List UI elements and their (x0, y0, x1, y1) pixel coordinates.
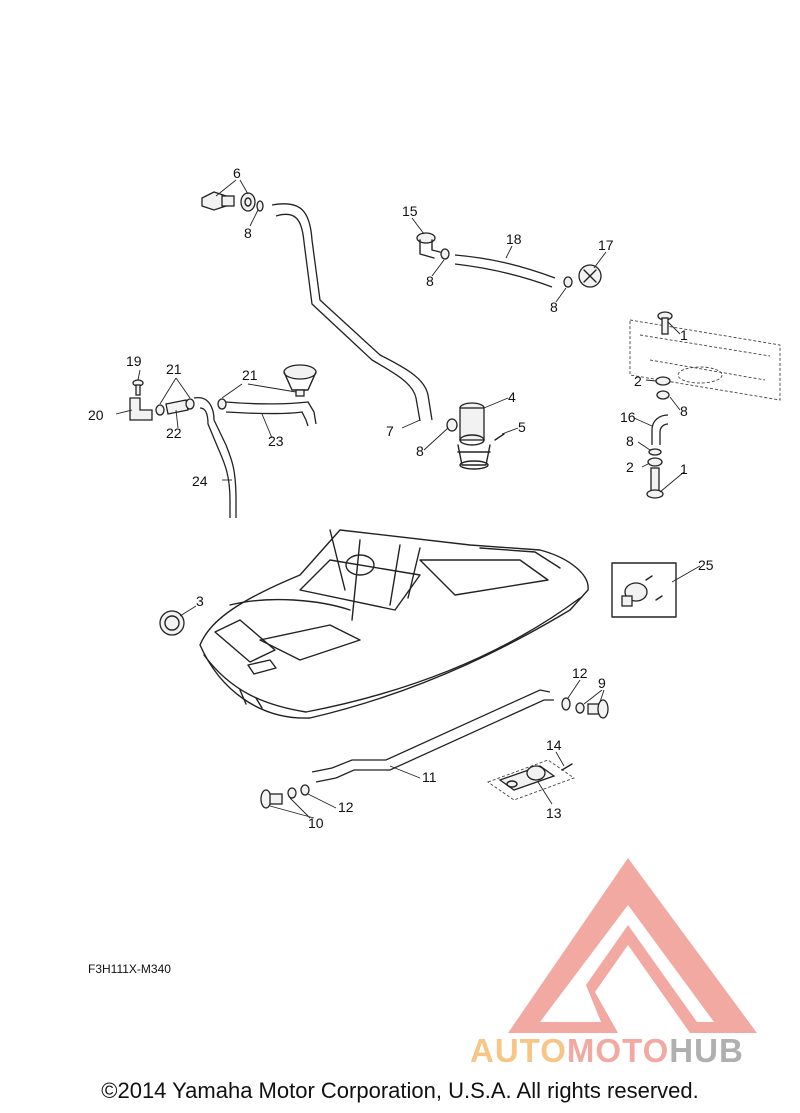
callout-21-b[interactable]: 21 (242, 367, 258, 383)
part-8-washer-bottom[interactable] (648, 448, 662, 456)
callout-21-a[interactable]: 21 (166, 361, 182, 377)
part-21-clamp-left[interactable] (155, 404, 165, 416)
part-9-washer[interactable] (575, 702, 585, 714)
part-25-inset-box[interactable] (611, 562, 677, 618)
callout-8-e[interactable]: 8 (626, 433, 634, 449)
part-10-washer[interactable] (287, 787, 297, 799)
callout-1-b[interactable]: 1 (680, 461, 688, 477)
part-8-clamp-a[interactable] (440, 248, 450, 260)
part-7-vent-hose[interactable] (271, 203, 433, 422)
part-17-valve[interactable] (578, 264, 602, 288)
callout-8-b[interactable]: 8 (426, 273, 434, 289)
part-21-clamp-right[interactable] (217, 398, 227, 410)
part-8-hose-clamp[interactable] (446, 418, 458, 432)
part-9-fitting[interactable] (587, 699, 609, 719)
callout-16[interactable]: 16 (620, 409, 636, 425)
part-13-drain-assembly[interactable] (487, 759, 575, 801)
callout-23[interactable]: 23 (268, 433, 284, 449)
logo-word-hub: HUB (669, 1032, 744, 1069)
part-8-clamp-b[interactable] (563, 276, 573, 288)
part-10-fitting[interactable] (260, 789, 283, 809)
deck-plate (629, 319, 781, 401)
leader-lines (115, 179, 701, 819)
part-22-connector[interactable] (165, 399, 189, 415)
part-4-drain-pot[interactable] (457, 402, 491, 470)
callout-3[interactable]: 3 (196, 593, 204, 609)
callout-2-b[interactable]: 2 (626, 459, 634, 475)
callout-8-d[interactable]: 8 (680, 403, 688, 419)
callout-13[interactable]: 13 (546, 805, 562, 821)
part-23-hose[interactable] (225, 401, 317, 427)
callout-1-a[interactable]: 1 (680, 327, 688, 343)
part-6-vent-fitting[interactable] (201, 191, 264, 212)
automotohub-logo: AUTOMOTOHUB (470, 858, 757, 1069)
callout-24[interactable]: 24 (192, 473, 208, 489)
part-8-washer-top[interactable] (656, 390, 670, 400)
boat-hull (199, 529, 589, 719)
part-1-fitting-bottom[interactable] (646, 467, 664, 499)
logo-wordmark: AUTOMOTOHUB (470, 1032, 744, 1069)
part-14-screw[interactable] (561, 763, 573, 771)
callout-11[interactable]: 11 (422, 769, 437, 785)
part-2-washer-top[interactable] (655, 376, 671, 386)
part-cup-fitting[interactable] (283, 364, 317, 397)
callout-4[interactable]: 4 (508, 389, 516, 405)
logo-word-auto: AUTO (470, 1032, 567, 1069)
callout-8-a[interactable]: 8 (244, 225, 252, 241)
part-19-bolt[interactable] (132, 379, 144, 396)
callout-labels: 6 8 15 8 18 17 8 1 2 8 16 8 2 1 4 5 7 8 … (88, 165, 714, 831)
callout-25[interactable]: 25 (698, 557, 714, 573)
part-11-drain-pipe[interactable] (311, 689, 554, 783)
callout-20[interactable]: 20 (88, 407, 104, 423)
callout-8-c[interactable]: 8 (550, 299, 558, 315)
part-5-screw[interactable] (494, 433, 505, 441)
logo-word-moto: MOTO (567, 1032, 669, 1069)
callout-14[interactable]: 14 (546, 737, 562, 753)
callout-18[interactable]: 18 (506, 231, 522, 247)
callout-6[interactable]: 6 (233, 165, 241, 181)
callout-12-b[interactable]: 12 (338, 799, 354, 815)
part-15-fitting[interactable] (416, 232, 441, 259)
callout-19[interactable]: 19 (126, 353, 142, 369)
part-12-washer-right[interactable] (561, 697, 571, 711)
callout-7[interactable]: 7 (386, 423, 394, 439)
part-16-hose[interactable] (651, 414, 669, 445)
callout-12-a[interactable]: 12 (572, 665, 588, 681)
callout-15[interactable]: 15 (402, 203, 418, 219)
part-24-hose[interactable] (193, 397, 237, 518)
callout-17[interactable]: 17 (598, 237, 614, 253)
logo-triangle-icon (508, 858, 757, 1033)
callout-9[interactable]: 9 (598, 675, 606, 691)
logo-triangle-cutout (540, 905, 714, 1022)
part-12-washer-left[interactable] (300, 784, 310, 796)
part-18-hose[interactable] (454, 254, 556, 288)
callout-8-f[interactable]: 8 (416, 443, 424, 459)
part-2-washer-bottom[interactable] (647, 457, 663, 467)
callout-2-a[interactable]: 2 (634, 373, 642, 389)
part-20-elbow[interactable] (129, 397, 153, 421)
copyright-notice: ©2014 Yamaha Motor Corporation, U.S.A. A… (101, 1078, 699, 1103)
part-3-plug[interactable] (159, 610, 185, 636)
callout-10[interactable]: 10 (308, 815, 324, 831)
part-21-clamp-mid[interactable] (185, 398, 195, 410)
diagram-code: F3H111X-M340 (88, 962, 171, 976)
callout-5[interactable]: 5 (518, 419, 526, 435)
callout-22[interactable]: 22 (166, 425, 182, 441)
part-1-screw-top[interactable] (657, 311, 673, 335)
